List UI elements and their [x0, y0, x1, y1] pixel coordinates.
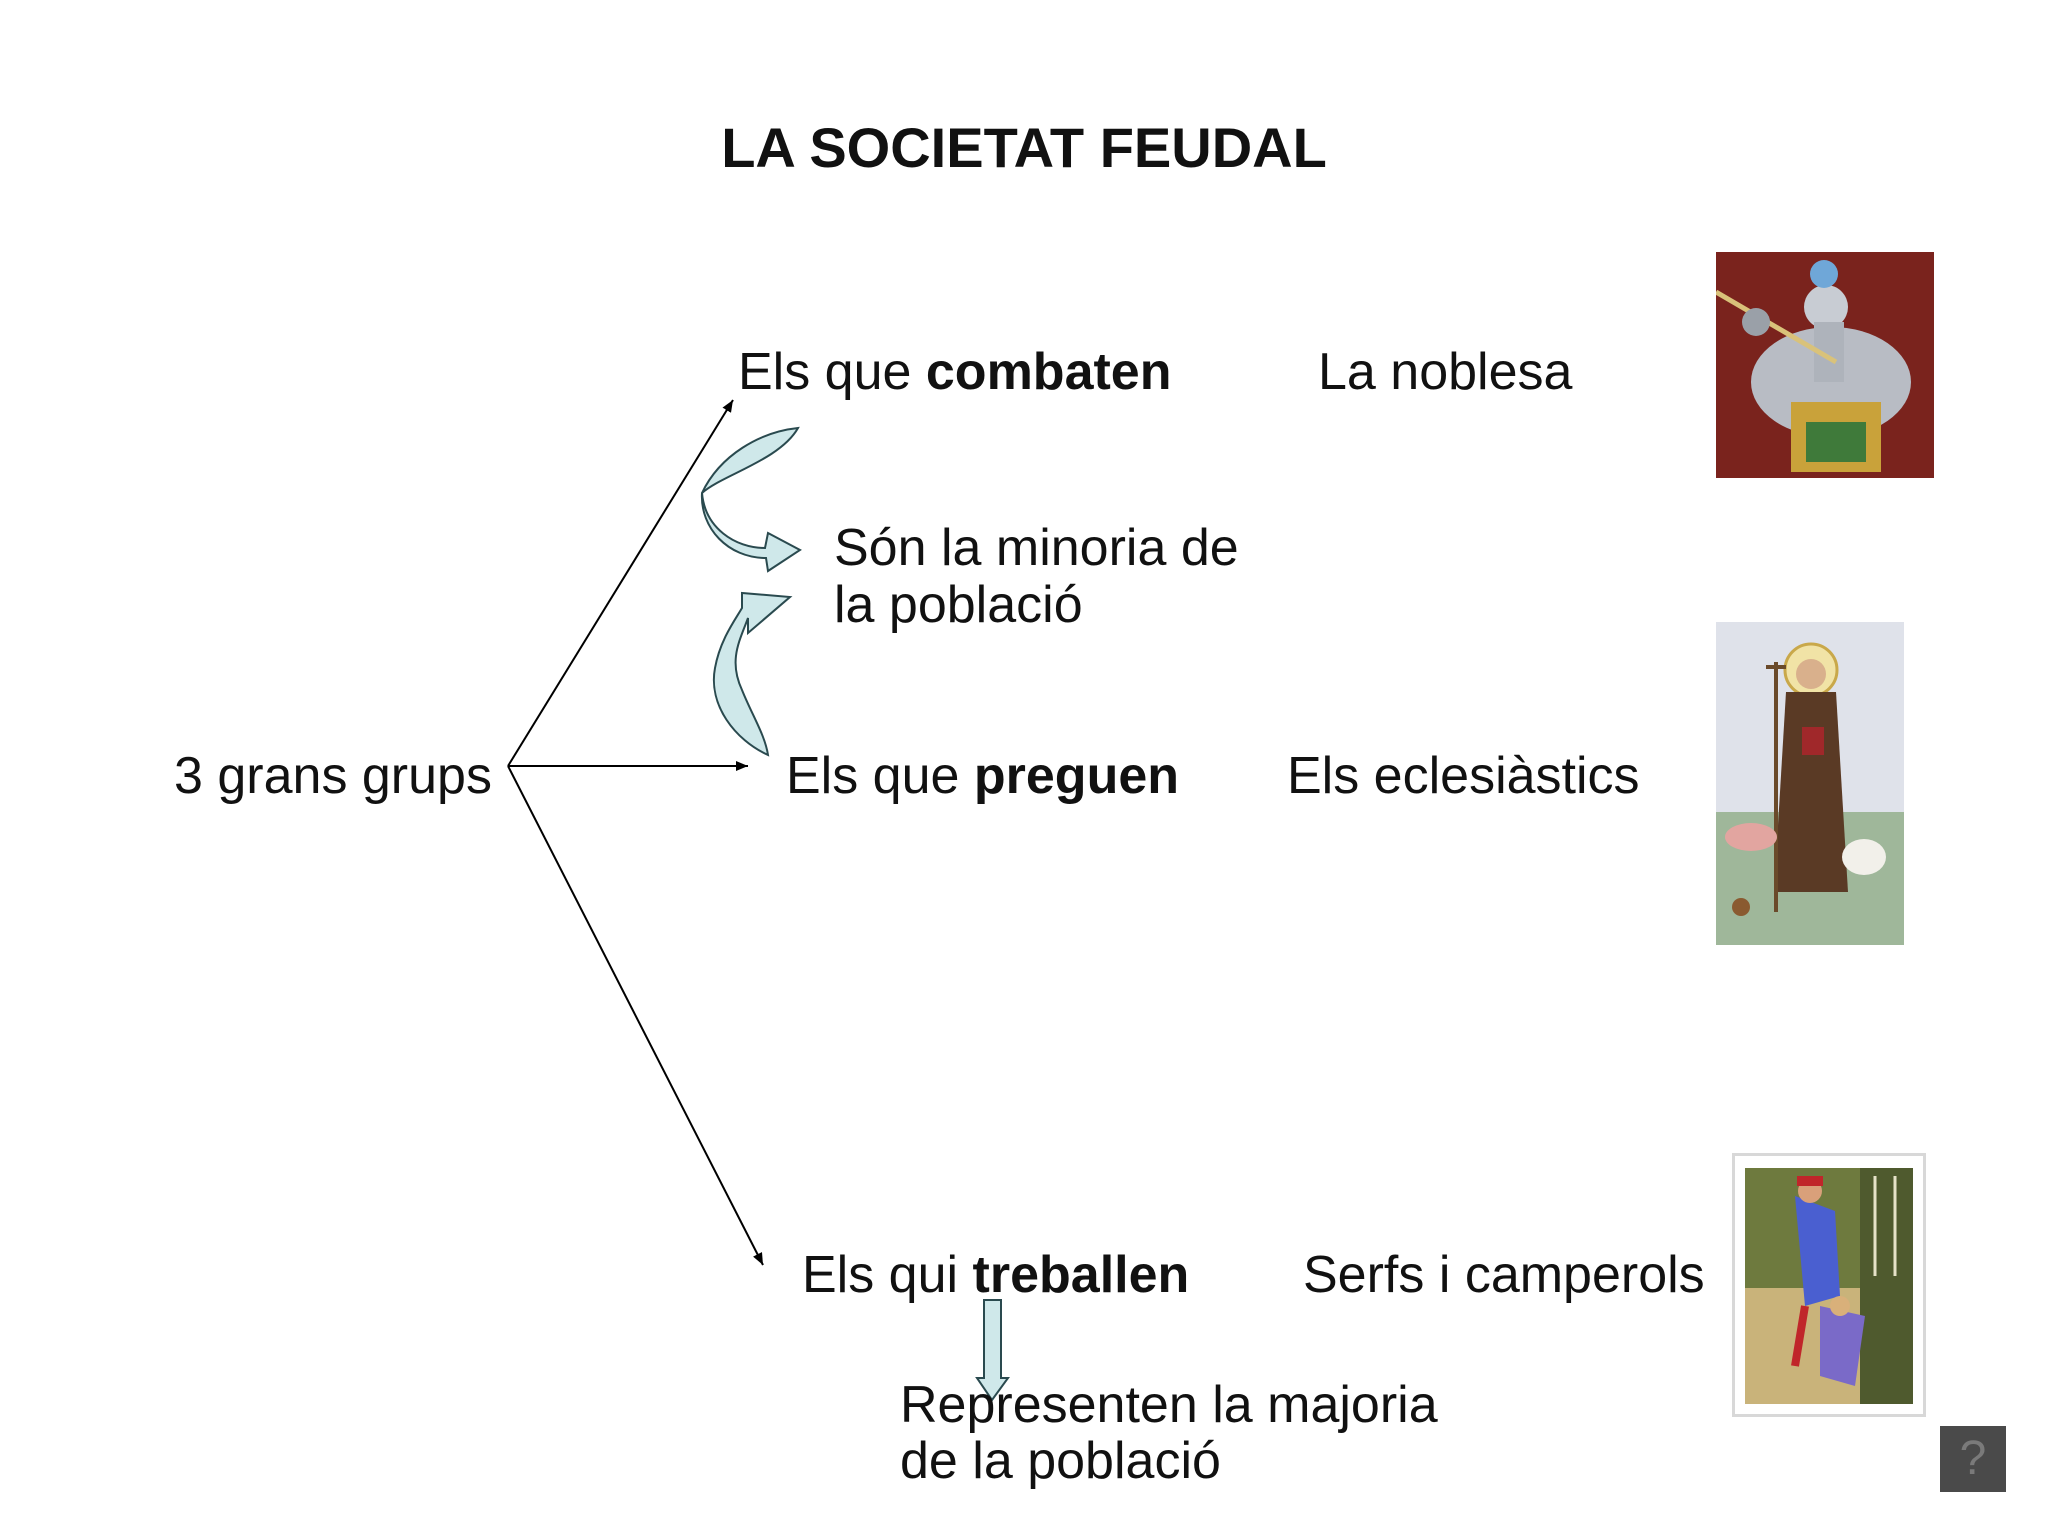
- group-preguen-label: Els que preguen: [786, 748, 1179, 805]
- saint-image: [1716, 622, 1904, 945]
- note-minority-line1: Són la minoria de: [834, 520, 1239, 577]
- root-label: 3 grans grups: [174, 748, 492, 805]
- note-majority-line2: de la població: [900, 1433, 1221, 1490]
- peasants-image: [1732, 1153, 1926, 1417]
- note-majority-line1: Representen la majoria: [900, 1377, 1438, 1434]
- group-treballen-label: Els qui treballen: [802, 1247, 1189, 1304]
- branch-arrow-combaten: [508, 400, 733, 766]
- branch-arrow-treballen: [508, 766, 763, 1265]
- curved-arrow-top: [702, 428, 800, 571]
- knight-image: [1716, 252, 1934, 478]
- curved-arrow-bottom: [714, 593, 790, 755]
- help-button[interactable]: ?: [1940, 1426, 2006, 1492]
- group-combaten-label: Els que combaten: [738, 344, 1172, 401]
- note-minority-line2: la població: [834, 577, 1083, 634]
- group-combaten-name: La noblesa: [1318, 344, 1572, 401]
- group-preguen-name: Els eclesiàstics: [1287, 748, 1640, 805]
- group-treballen-name: Serfs i camperols: [1303, 1247, 1705, 1304]
